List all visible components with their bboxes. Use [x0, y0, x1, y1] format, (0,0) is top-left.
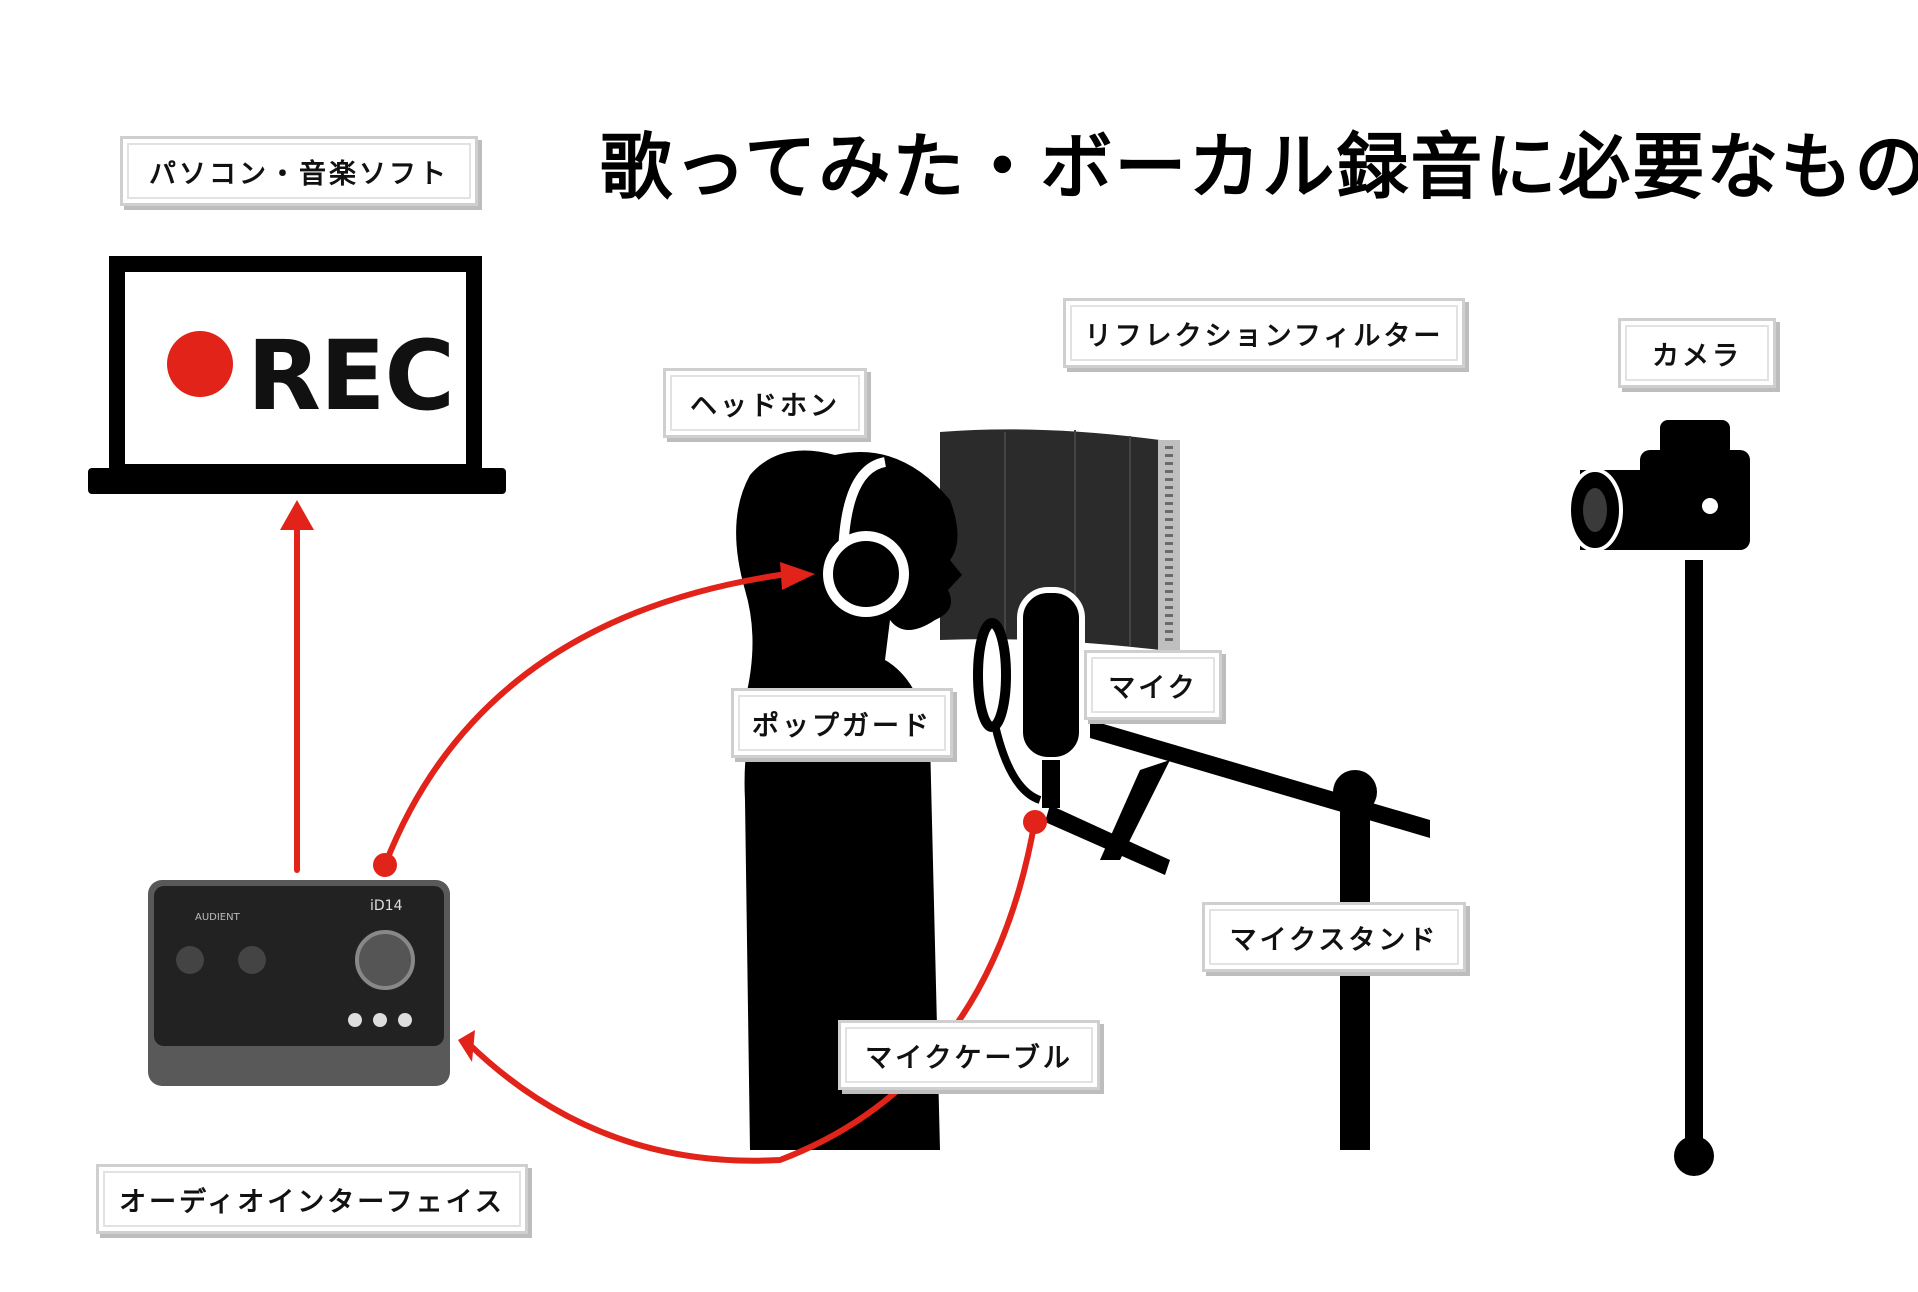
audio-interface-icon: AUDIENT iD14: [148, 880, 450, 1086]
label-mic-cable: マイクケーブル: [838, 1020, 1100, 1090]
headphone-icon: [823, 457, 909, 617]
pop-guard-icon: [973, 618, 1042, 804]
label-pc-software: パソコン・音楽ソフト: [120, 136, 478, 206]
arrow-interface-to-headphone: [382, 572, 783, 868]
label-mic: マイク: [1084, 650, 1222, 720]
reflection-filter-icon: [940, 429, 1180, 652]
laptop-icon: [88, 256, 506, 494]
label-pop-guard: ポップガード: [731, 688, 953, 758]
rec-label: REC: [247, 320, 455, 432]
label-mic-stand: マイクスタンド: [1202, 902, 1466, 972]
mic-stand-icon: [1045, 720, 1430, 1150]
page-title: 歌ってみた・ボーカル録音に必要なもの: [600, 125, 1918, 209]
interface-brand: AUDIENT: [195, 912, 241, 923]
arrow-mic-to-interface: [467, 817, 1038, 1164]
microphone-icon: [1017, 587, 1085, 808]
connection-arrows: [294, 522, 1038, 1164]
label-headphone: ヘッドホン: [663, 368, 867, 438]
label-reflection-filter: リフレクションフィルター: [1063, 298, 1465, 368]
label-camera: カメラ: [1618, 318, 1776, 388]
interface-model: iD14: [370, 898, 403, 914]
camera-icon: [1567, 420, 1750, 1176]
label-audio-interface: オーディオインターフェイス: [96, 1164, 528, 1234]
rec-dot-icon: [167, 331, 233, 397]
connection-arrowheads: [280, 500, 1047, 1062]
